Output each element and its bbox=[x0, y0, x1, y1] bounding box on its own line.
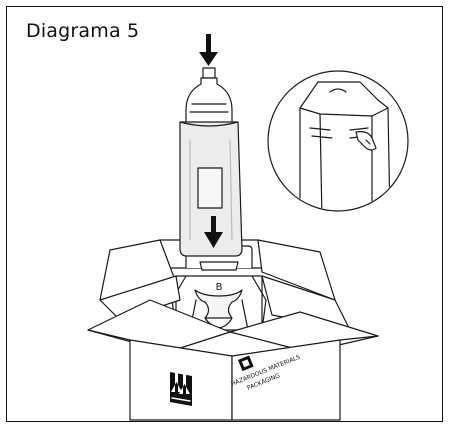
shipping-box bbox=[87, 329, 379, 421]
this-way-up-icon bbox=[170, 372, 192, 406]
container-label-b: B bbox=[216, 282, 223, 293]
detail-magnifier bbox=[267, 70, 409, 212]
plastic-sleeve bbox=[179, 121, 243, 257]
down-arrow-icon bbox=[199, 34, 218, 66]
hazmat-label bbox=[238, 355, 254, 372]
diagram-title: Diagrama 5 bbox=[26, 20, 140, 42]
down-arrow-icon bbox=[204, 216, 223, 248]
